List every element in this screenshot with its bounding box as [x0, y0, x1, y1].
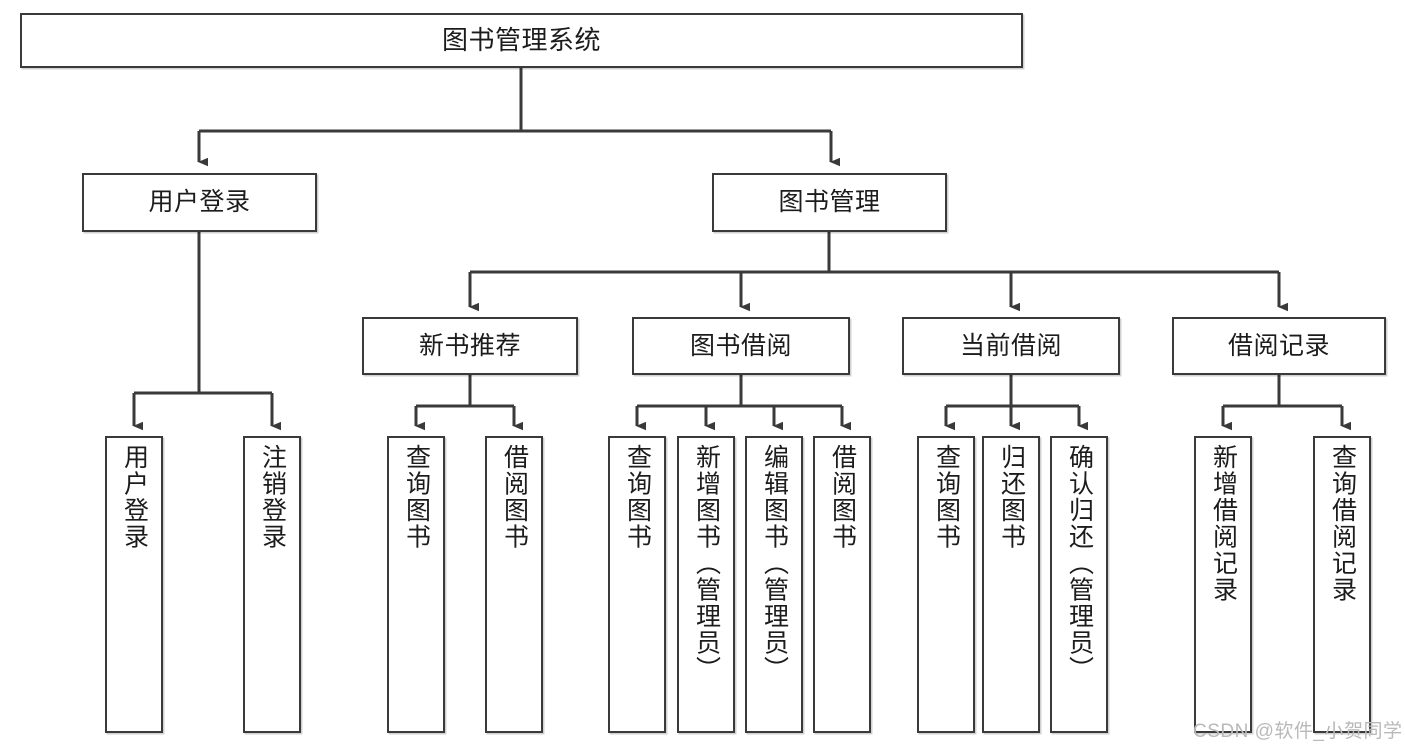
node-label: 图书借阅: [689, 331, 792, 360]
node-book-manage[interactable]: 图书管理: [712, 173, 947, 232]
node-current-borrow[interactable]: 当前借阅: [902, 317, 1120, 375]
node-label: 编辑图书（管理员）: [760, 444, 789, 683]
node-leaf-borrow-book-2[interactable]: 借阅图书: [813, 436, 871, 733]
node-label: 用户登录: [148, 188, 251, 217]
node-label: 图书管理系统: [441, 24, 601, 55]
node-label: 查询图书: [402, 444, 431, 550]
node-book-borrow[interactable]: 图书借阅: [632, 317, 850, 375]
node-label: 归还图书: [997, 444, 1026, 550]
node-user-login[interactable]: 用户登录: [82, 173, 317, 232]
node-label: 确认归还（管理员）: [1065, 444, 1094, 683]
node-label: 新书推荐: [418, 331, 521, 360]
node-leaf-borrow-book-1[interactable]: 借阅图书: [485, 436, 543, 733]
node-leaf-logout[interactable]: 注销登录: [243, 436, 301, 733]
node-label: 查询图书: [623, 444, 652, 550]
node-leaf-query-book-1[interactable]: 查询图书: [387, 436, 445, 733]
node-label: 借阅记录: [1227, 331, 1330, 360]
node-leaf-add-record[interactable]: 新增借阅记录: [1194, 436, 1252, 733]
node-label: 查询图书: [932, 444, 961, 550]
node-label: 借阅图书: [828, 444, 857, 550]
node-label: 图书管理: [778, 188, 881, 217]
node-leaf-query-book-3[interactable]: 查询图书: [917, 436, 975, 733]
csdn-watermark: CSDN @软件_小贺同学: [1193, 721, 1403, 742]
node-leaf-edit-book[interactable]: 编辑图书（管理员）: [745, 436, 803, 733]
node-label: 新增借阅记录: [1209, 444, 1238, 603]
node-new-book-recommend[interactable]: 新书推荐: [362, 317, 578, 375]
node-leaf-add-book[interactable]: 新增图书（管理员）: [677, 436, 735, 733]
node-leaf-query-book-2[interactable]: 查询图书: [608, 436, 666, 733]
node-label: 借阅图书: [500, 444, 529, 550]
node-leaf-confirm-return[interactable]: 确认归还（管理员）: [1050, 436, 1108, 733]
node-label: 当前借阅: [959, 331, 1062, 360]
node-leaf-return-book[interactable]: 归还图书: [982, 436, 1040, 733]
node-label: 注销登录: [258, 444, 287, 550]
node-label: 查询借阅记录: [1328, 444, 1357, 603]
node-root-system[interactable]: 图书管理系统: [20, 13, 1023, 68]
node-label: 用户登录: [120, 444, 149, 550]
node-leaf-user-login[interactable]: 用户登录: [105, 436, 163, 733]
node-borrow-record[interactable]: 借阅记录: [1172, 317, 1386, 375]
node-leaf-query-record[interactable]: 查询借阅记录: [1313, 436, 1371, 733]
node-label: 新增图书（管理员）: [692, 444, 721, 683]
